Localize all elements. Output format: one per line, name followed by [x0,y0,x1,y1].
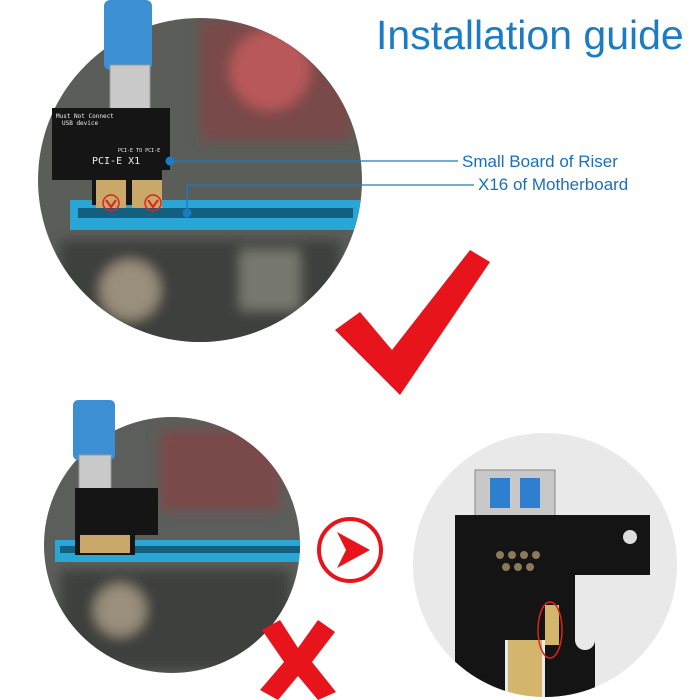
riser-closeup-photo [413,433,677,697]
page-title: Installation guide [376,12,684,58]
callout-x16-slot: X16 of Motherboard [478,175,629,194]
cross-icon [260,620,336,700]
callout-lines [165,156,474,218]
highlight-ring [537,601,563,659]
callout-riser-board: Small Board of Riser [462,152,618,171]
usb-cable-wrong [73,400,115,460]
checkmark-icon [335,250,490,395]
board-warning-text: Must Not Connect [56,113,114,120]
alignment-check-icon [102,194,120,212]
usb-cable [104,0,152,70]
circled-arrow-icon [317,517,383,583]
board-slot-text: PCI-E X1 [92,156,140,167]
board-warning-text-2: USB device [62,120,99,127]
alignment-check-icon [144,194,162,212]
board-model-text: PCI-E TO PCI-E [118,148,160,154]
